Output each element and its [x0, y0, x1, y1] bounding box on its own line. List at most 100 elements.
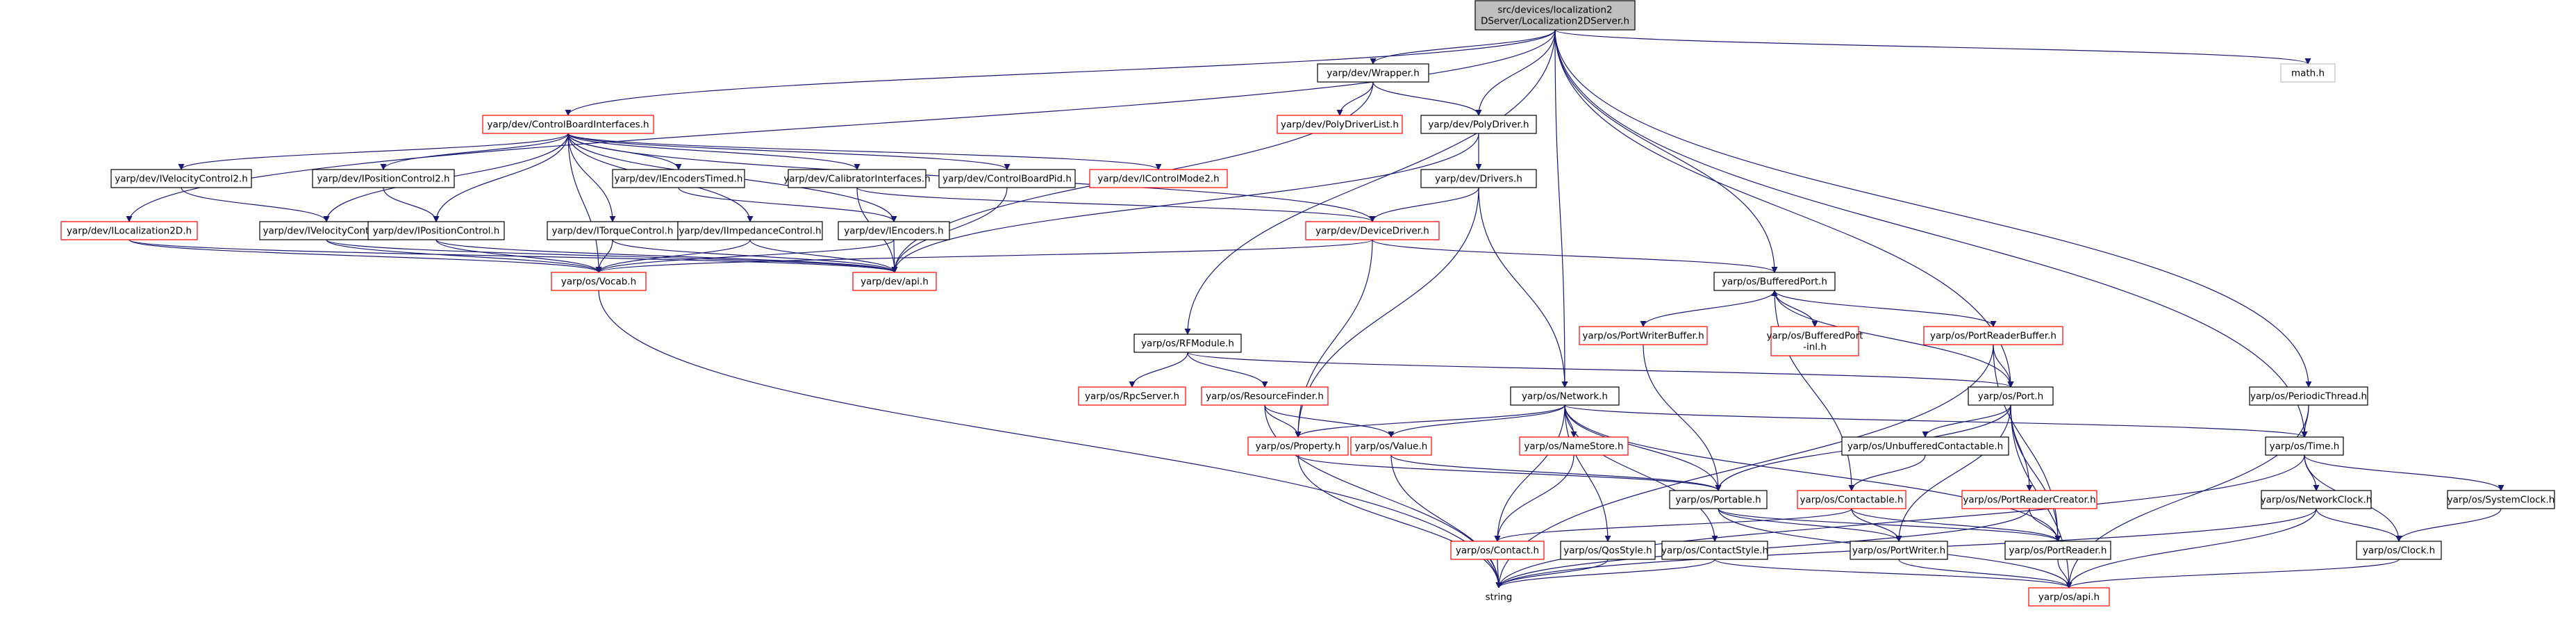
node-box — [2447, 490, 2555, 509]
node-ipos[interactable]: yarp/dev/IPositionControl.h — [367, 221, 505, 240]
node-iimp[interactable]: yarp/dev/IImpedanceControl.h — [677, 221, 823, 240]
node-icm2[interactable]: yarp/dev/IControlMode2.h — [1089, 169, 1228, 188]
node-portreader[interactable]: yarp/os/PortReader.h — [2004, 541, 2111, 560]
node-cbpid[interactable]: yarp/dev/ControlBoardPid.h — [938, 169, 1076, 188]
edge-ipos-to-vocab — [435, 239, 602, 273]
node-label: math.h — [2291, 68, 2325, 79]
node-contactstyle[interactable]: yarp/os/ContactStyle.h — [1661, 541, 1768, 560]
node-vocab[interactable]: yarp/os/Vocab.h — [551, 272, 647, 291]
edge-ivel-to-vocab — [326, 239, 602, 273]
node-box — [1661, 541, 1768, 560]
edge-port-to-unbuf — [1922, 404, 2011, 438]
node-polydriverlist[interactable]: yarp/dev/PolyDriverList.h — [1277, 115, 1403, 134]
node-rpcserver[interactable]: yarp/os/RpcServer.h — [1078, 386, 1186, 406]
node-itorque[interactable]: yarp/dev/ITorqueControl.h — [547, 221, 679, 240]
node-sysclock[interactable]: yarp/os/SystemClock.h — [2447, 490, 2555, 509]
node-unbuf[interactable]: yarp/os/UnbufferedContactable.h — [1841, 436, 2009, 456]
edge-root-to-cbi — [565, 29, 1556, 116]
edge-ienc-to-devapi — [891, 239, 898, 273]
node-box — [551, 272, 647, 291]
node-contact[interactable]: yarp/os/Contact.h — [1450, 541, 1545, 560]
edge-polydriver-to-devapi — [891, 133, 1479, 273]
edge-cbi-to-ipos — [433, 133, 569, 222]
node-label: yarp/os/ContactStyle.h — [1661, 545, 1768, 557]
node-iloc2d[interactable]: yarp/dev/ILocalization2D.h — [60, 221, 198, 240]
node-portwriter[interactable]: yarp/os/PortWriter.h — [1850, 541, 1948, 560]
node-label: string — [1486, 592, 1513, 603]
edge-calib-to-devdriver — [856, 187, 1376, 222]
node-value[interactable]: yarp/os/Value.h — [1350, 436, 1432, 456]
node-box — [1420, 115, 1537, 134]
node-string[interactable]: string — [1475, 588, 1522, 606]
node-label: yarp/dev/ILocalization2D.h — [67, 226, 192, 237]
edge-ipos-to-devapi — [435, 239, 898, 273]
node-prb[interactable]: yarp/os/PortReaderBuffer.h — [1923, 326, 2063, 345]
node-label: yarp/os/SystemClock.h — [2448, 495, 2555, 506]
edge-cbi-to-cbpid — [567, 133, 1011, 170]
node-box — [788, 169, 926, 188]
node-clock[interactable]: yarp/os/Clock.h — [2356, 541, 2442, 560]
node-portable[interactable]: yarp/os/Portable.h — [1669, 490, 1768, 509]
node-ivel2[interactable]: yarp/dev/IVelocityControl2.h — [110, 169, 252, 188]
node-property[interactable]: yarp/os/Property.h — [1247, 436, 1349, 456]
node-label: yarp/os/Network.h — [1522, 391, 1608, 402]
node-cbi[interactable]: yarp/dev/ControlBoardInterfaces.h — [482, 115, 654, 134]
node-rfmodule[interactable]: yarp/os/RFModule.h — [1133, 334, 1242, 353]
edge-contactable-to-portreader — [1851, 508, 2061, 542]
node-namestore[interactable]: yarp/os/NameStore.h — [1519, 436, 1629, 456]
edge-root-to-math — [1554, 29, 2311, 65]
node-contactable[interactable]: yarp/os/Contactable.h — [1797, 490, 1906, 509]
node-label: yarp/os/PortWriterBuffer.h — [1582, 331, 1704, 342]
edge-cbi-to-icm2 — [567, 133, 1162, 170]
node-label: yarp/dev/ITorqueControl.h — [552, 226, 674, 237]
node-time[interactable]: yarp/os/Time.h — [2265, 436, 2344, 456]
node-netclock[interactable]: yarp/os/NetworkClock.h — [2261, 490, 2373, 509]
node-label: yarp/os/BufferedPort — [1766, 331, 1863, 342]
node-calib[interactable]: yarp/dev/CalibratorInterfaces.h — [783, 169, 931, 188]
edge-root-to-wrapper — [1370, 29, 1556, 65]
node-box — [60, 221, 198, 240]
edge-rfmodule-to-port — [1187, 352, 2014, 388]
node-drivers[interactable]: yarp/dev/Drivers.h — [1420, 169, 1537, 188]
node-label: yarp/os/RFModule.h — [1141, 338, 1234, 349]
node-wrapper[interactable]: yarp/dev/Wrapper.h — [1317, 63, 1429, 83]
node-qos[interactable]: yarp/os/QosStyle.h — [1560, 541, 1656, 560]
node-ipos2[interactable]: yarp/dev/IPositionControl2.h — [312, 169, 455, 188]
node-bufport[interactable]: yarp/os/BufferedPort.h — [1713, 272, 1836, 291]
node-devdriver[interactable]: yarp/dev/DeviceDriver.h — [1305, 221, 1440, 240]
edge-root-to-time — [1554, 29, 2308, 438]
node-label: yarp/os/Contact.h — [1456, 545, 1539, 557]
edge-iimp-to-devapi — [749, 239, 898, 273]
node-label: src/devices/localization2 — [1497, 5, 1612, 16]
node-network[interactable]: yarp/os/Network.h — [1510, 386, 1620, 406]
node-box — [1797, 490, 1906, 509]
node-box — [1201, 386, 1329, 406]
node-box — [1475, 588, 1522, 606]
edge-drivers-to-network — [1478, 187, 1568, 388]
node-ienctimed[interactable]: yarp/dev/IEncodersTimed.h — [612, 169, 745, 188]
edge-qos-to-string — [1495, 559, 1609, 589]
node-box — [110, 169, 252, 188]
node-math[interactable]: math.h — [2280, 63, 2336, 83]
edge-unbuf-to-contactable — [1848, 454, 1926, 491]
node-box — [1247, 436, 1349, 456]
node-label: yarp/dev/DeviceDriver.h — [1315, 226, 1429, 237]
node-ienc[interactable]: yarp/dev/IEncoders.h — [838, 221, 950, 240]
node-osapi[interactable]: yarp/os/api.h — [2028, 587, 2110, 607]
edge-prc-to-portreader — [2029, 508, 2061, 542]
node-polydriver[interactable]: yarp/dev/PolyDriver.h — [1420, 115, 1537, 134]
edge-contactable-to-contact — [1494, 508, 1852, 542]
node-bpinl[interactable]: yarp/os/BufferedPort-inl.h — [1766, 326, 1863, 356]
node-label: yarp/os/PortReader.h — [2009, 545, 2107, 557]
node-resfinder[interactable]: yarp/os/ResourceFinder.h — [1201, 386, 1329, 406]
node-root[interactable]: src/devices/localization2DServer/Localiz… — [1474, 0, 1636, 31]
node-periodic[interactable]: yarp/os/PeriodicThread.h — [2249, 386, 2368, 406]
node-port[interactable]: yarp/os/Port.h — [1968, 386, 2054, 406]
node-label: yarp/dev/PolyDriverList.h — [1281, 120, 1399, 131]
edge-network-to-qos — [1564, 404, 1611, 542]
node-pwb[interactable]: yarp/os/PortWriterBuffer.h — [1579, 326, 1708, 345]
node-label: yarp/os/NetworkClock.h — [2261, 495, 2373, 506]
node-label: yarp/os/Portable.h — [1675, 495, 1761, 506]
node-prc[interactable]: yarp/os/PortReaderCreator.h — [1961, 490, 2097, 509]
node-devapi[interactable]: yarp/dev/api.h — [852, 272, 937, 291]
